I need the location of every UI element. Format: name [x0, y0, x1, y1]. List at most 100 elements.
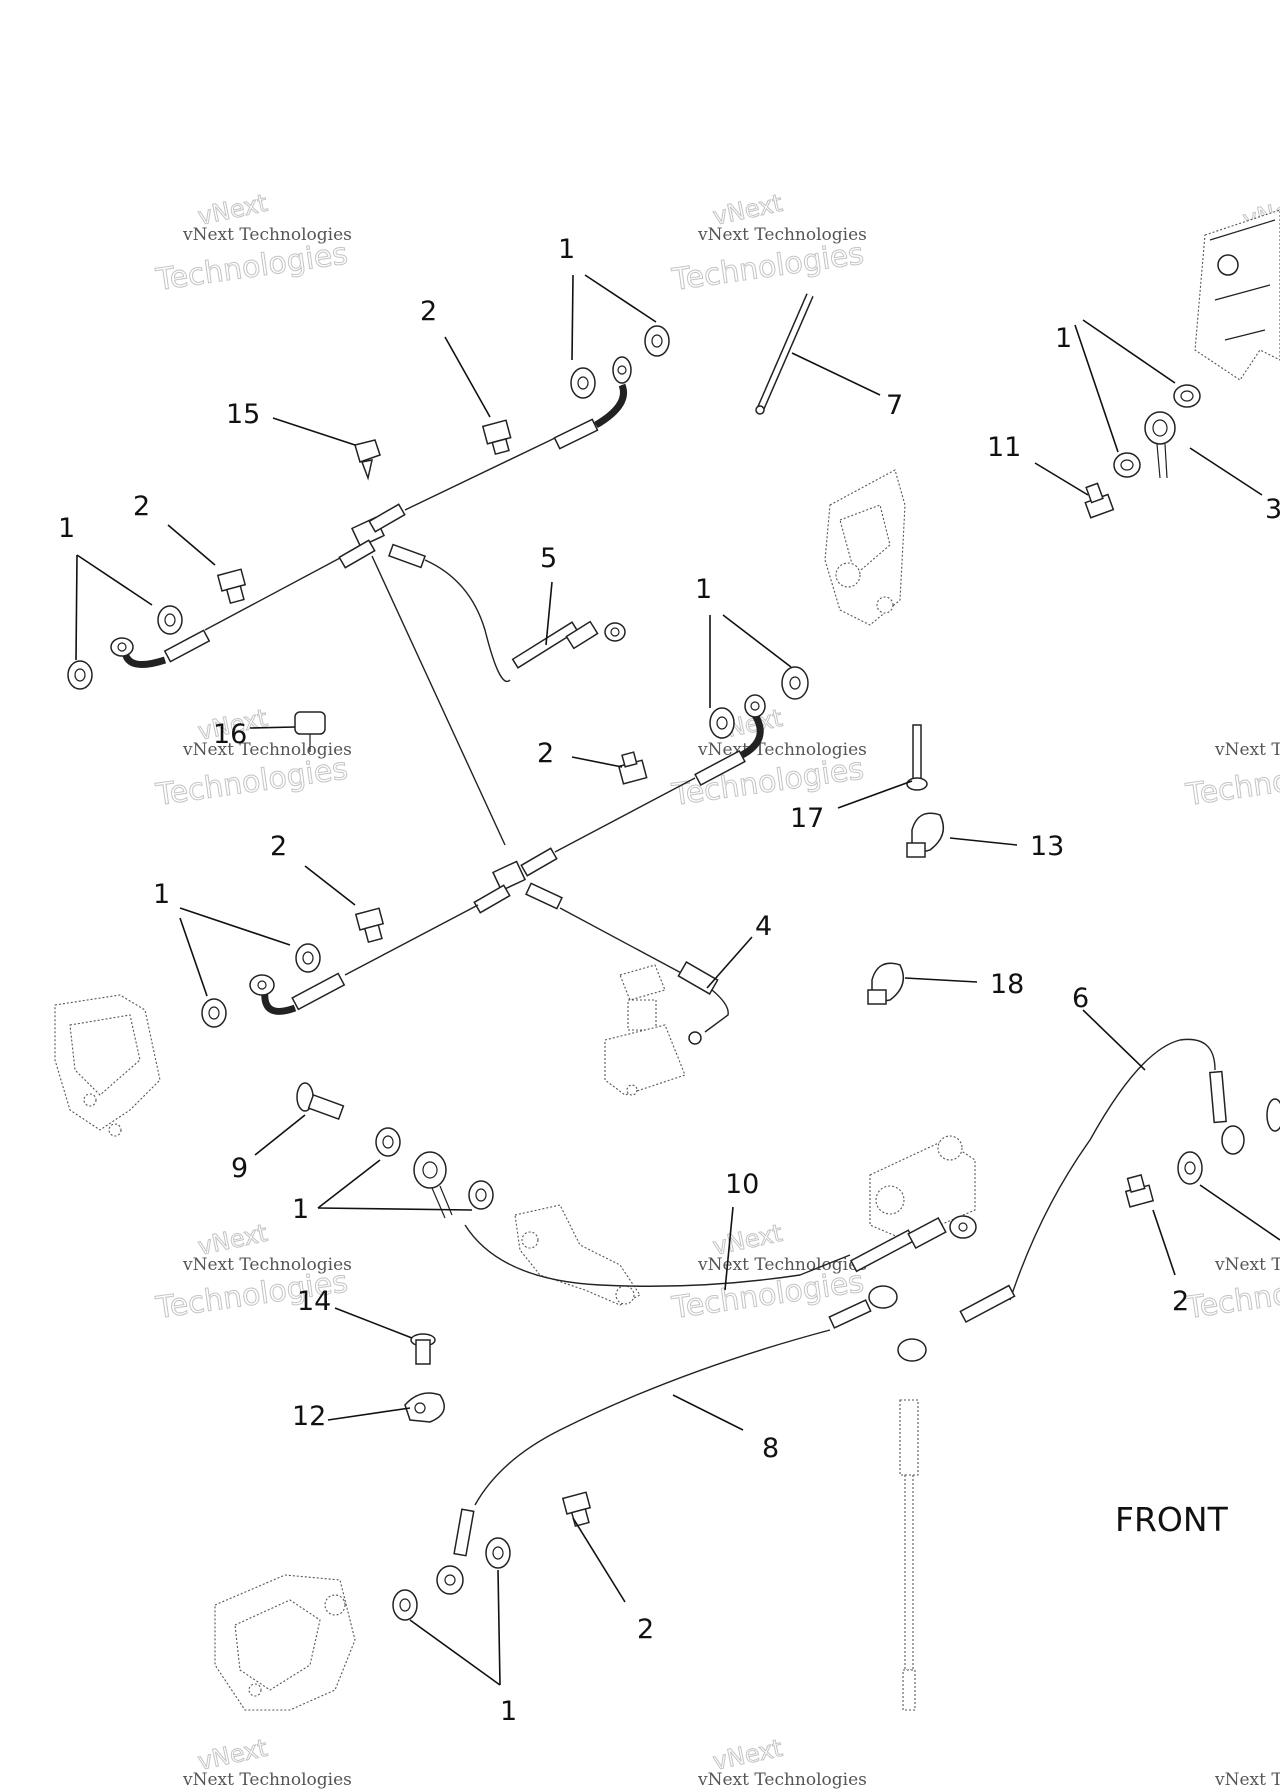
- rivet-14: [410, 1333, 436, 1365]
- upper-brake-hose-assembly: [110, 356, 632, 846]
- watermark-lower-left: vNext vNext Technologies Technologies: [153, 1218, 352, 1326]
- lower-brake-hose-assembly: [249, 694, 766, 1045]
- bolts: [216, 419, 1155, 1528]
- svg-text:Technologies: Technologies: [153, 751, 350, 813]
- washer-icon: [1177, 1151, 1203, 1185]
- callout-label: 15: [226, 399, 260, 430]
- bolt-icon: [1084, 482, 1115, 519]
- brake-hose-10: [464, 1224, 851, 1287]
- washer-icon: [157, 605, 183, 635]
- p-clamp-18: [867, 962, 905, 1005]
- svg-text:Technologies: Technologies: [669, 236, 866, 298]
- banjo-fitting-icon: [413, 1151, 453, 1219]
- washer-icon: [392, 1589, 418, 1621]
- tee-fitting-lower: [473, 847, 563, 914]
- svg-text:vNext Technologies: vNext Technologies: [697, 225, 867, 245]
- brake-hose-8: [436, 1285, 898, 1595]
- master-cylinder: [1194, 209, 1280, 381]
- rivet-17: [906, 724, 928, 791]
- svg-text:vNext Technologies: vNext Technologies: [182, 1255, 352, 1275]
- washer-icon: [1113, 452, 1141, 478]
- bolt-icon: [216, 568, 247, 605]
- watermark-mid-right: vNext Technologies Technologies: [1183, 740, 1280, 814]
- brake-hose-vertical: [899, 1399, 919, 1711]
- callout-label: 9: [231, 1153, 248, 1184]
- brake-hose-6: [897, 1038, 1245, 1362]
- callout-label: 2: [1172, 1286, 1189, 1317]
- callout-label: 6: [1072, 983, 1089, 1014]
- push-rivet-15: [354, 439, 381, 481]
- watermark-top-center: vNext vNext Technologies Technologies: [669, 188, 867, 298]
- bolt-icon: [561, 1491, 592, 1528]
- tee-fitting-upper: [338, 503, 426, 569]
- washer-icon: [67, 660, 93, 690]
- watermark-mid-center: vNext vNext Technologies Technologies: [669, 703, 867, 813]
- watermark-top-left: vNext vNext Technologies Technologies: [153, 188, 352, 298]
- callout-label: 2: [637, 1614, 654, 1645]
- watermark-lower-center: vNext vNext Technologies Technologies: [669, 1218, 867, 1326]
- callout-label: 16: [213, 719, 247, 750]
- callout-label: 14: [297, 1286, 331, 1317]
- callout-label: 1: [500, 1696, 517, 1727]
- bolt-icon: [617, 751, 648, 785]
- washer-icon: [485, 1537, 511, 1569]
- callout-label: 1: [292, 1194, 309, 1225]
- callout-label: 1: [153, 879, 170, 910]
- callout-label: 5: [540, 543, 557, 574]
- brake-line-7: [755, 293, 814, 415]
- banjo-fitting-icon: [1144, 411, 1176, 479]
- svg-text:Technologies: Technologies: [1183, 751, 1280, 813]
- bolt-icon: [481, 419, 512, 456]
- callout-label: 10: [725, 1169, 759, 1200]
- caliper-rear-lower: [214, 1574, 356, 1711]
- callout-label: 2: [270, 831, 287, 862]
- front-direction-label: FRONT: [1115, 1500, 1229, 1539]
- watermark-lower-right: vNext Technologies Technologies: [1183, 1255, 1280, 1327]
- svg-text:vNext Technologies: vNext Technologies: [1214, 1770, 1280, 1790]
- rear-master-cylinder: [514, 1204, 641, 1306]
- washer-icon: [375, 1127, 401, 1157]
- watermark-bottom: vNext vNext Technologies vNext vNext Tec…: [182, 1733, 1280, 1790]
- svg-text:vNext Technologies: vNext Technologies: [697, 1770, 867, 1790]
- callout-label: 2: [537, 738, 554, 769]
- callout-label: 1: [695, 574, 712, 605]
- svg-text:vNext Technologies: vNext Technologies: [182, 225, 352, 245]
- washer-icon: [295, 943, 321, 973]
- washer-icon: [644, 325, 670, 357]
- washer-icon: [709, 707, 735, 739]
- callout-label: 4: [755, 911, 772, 942]
- clip-16: [294, 711, 326, 752]
- washer-icon: [570, 367, 596, 399]
- washer-icon: [468, 1180, 494, 1210]
- callout-label: 1: [558, 234, 575, 265]
- callout-label: 3: [1265, 494, 1280, 525]
- washer-icon: [781, 666, 809, 700]
- callout-label: 1: [1055, 323, 1072, 354]
- svg-text:vNext Technologies: vNext Technologies: [1214, 740, 1280, 760]
- callout-label: 11: [987, 432, 1021, 463]
- svg-text:vNext Technologies: vNext Technologies: [697, 1255, 867, 1275]
- proportioning-valve: [604, 964, 686, 1096]
- push-pin-9: [296, 1082, 345, 1121]
- callout-label: 1: [58, 513, 75, 544]
- callouts: 1 2 15 7 1 11 3 2 1 5 1 16 2 17 13 2 1 4…: [58, 234, 1280, 1727]
- p-clamp-13: [906, 812, 945, 858]
- callout-label: 8: [762, 1433, 779, 1464]
- washer-icon: [1173, 384, 1201, 408]
- bolt-icon: [354, 907, 385, 944]
- washer-icon: [1266, 1098, 1280, 1132]
- callout-label: 2: [133, 491, 150, 522]
- bolt-icon: [1124, 1174, 1155, 1208]
- svg-text:Technologies: Technologies: [153, 236, 350, 298]
- callout-label: 7: [886, 390, 903, 421]
- washer-icon: [201, 998, 227, 1028]
- junction-block: [849, 1135, 977, 1273]
- callout-label: 18: [990, 969, 1024, 1000]
- svg-text:vNext Technologies: vNext Technologies: [182, 1770, 352, 1790]
- callout-label: 2: [420, 296, 437, 327]
- leader-lines: [75, 274, 1280, 1686]
- callout-label: 17: [790, 803, 824, 834]
- callout-label: 13: [1030, 831, 1064, 862]
- p-clamp-12: [404, 1392, 445, 1423]
